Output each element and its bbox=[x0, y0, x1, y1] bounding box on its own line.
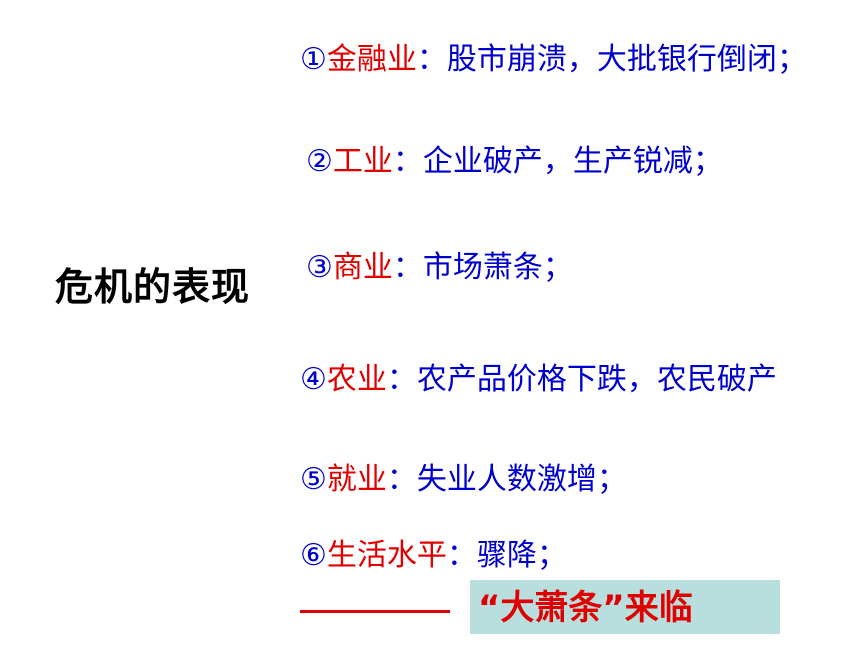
item-separator: ： bbox=[392, 144, 423, 179]
item-living-standard: ⑥生活水平：骤降； bbox=[300, 536, 567, 576]
item-finance: ①金融业：股市崩溃，大批银行倒闭； bbox=[300, 40, 807, 80]
result-text: “大萧条”来临 bbox=[478, 588, 693, 628]
connector-line bbox=[300, 610, 450, 613]
item-category: 工业 bbox=[332, 144, 393, 179]
item-separator: ： bbox=[392, 250, 423, 285]
item-agriculture: ④农业：农产品价格下跌，农民破产 bbox=[300, 360, 777, 400]
item-category: 金融业 bbox=[326, 42, 417, 77]
item-separator: ： bbox=[386, 462, 417, 497]
item-number: ⑥ bbox=[300, 538, 327, 573]
item-number: ④ bbox=[300, 362, 327, 397]
item-commerce: ③商业：市场萧条； bbox=[306, 248, 573, 288]
item-separator: ： bbox=[416, 42, 447, 77]
item-description: 农产品价格下跌，农民破产 bbox=[416, 362, 777, 397]
item-description: 市场萧条； bbox=[422, 250, 573, 285]
item-description: 失业人数激增； bbox=[416, 462, 627, 497]
item-number: ② bbox=[306, 144, 333, 179]
item-separator: ： bbox=[446, 538, 477, 573]
item-category: 商业 bbox=[332, 250, 393, 285]
item-description: 企业破产，生产锐减； bbox=[422, 144, 723, 179]
item-industry: ②工业：企业破产，生产锐减； bbox=[306, 142, 723, 182]
slide-title: 危机的表现 bbox=[55, 265, 251, 309]
item-description: 股市崩溃，大批银行倒闭； bbox=[446, 42, 807, 77]
item-description: 骤降； bbox=[476, 538, 567, 573]
item-separator: ： bbox=[386, 362, 417, 397]
item-number: ③ bbox=[306, 250, 333, 285]
item-number: ⑤ bbox=[300, 462, 327, 497]
result-box bbox=[470, 580, 780, 634]
item-number: ① bbox=[300, 42, 327, 77]
item-category: 就业 bbox=[326, 462, 387, 497]
item-category: 农业 bbox=[326, 362, 387, 397]
item-category: 生活水平 bbox=[326, 538, 447, 573]
item-employment: ⑤就业：失业人数激增； bbox=[300, 460, 627, 500]
